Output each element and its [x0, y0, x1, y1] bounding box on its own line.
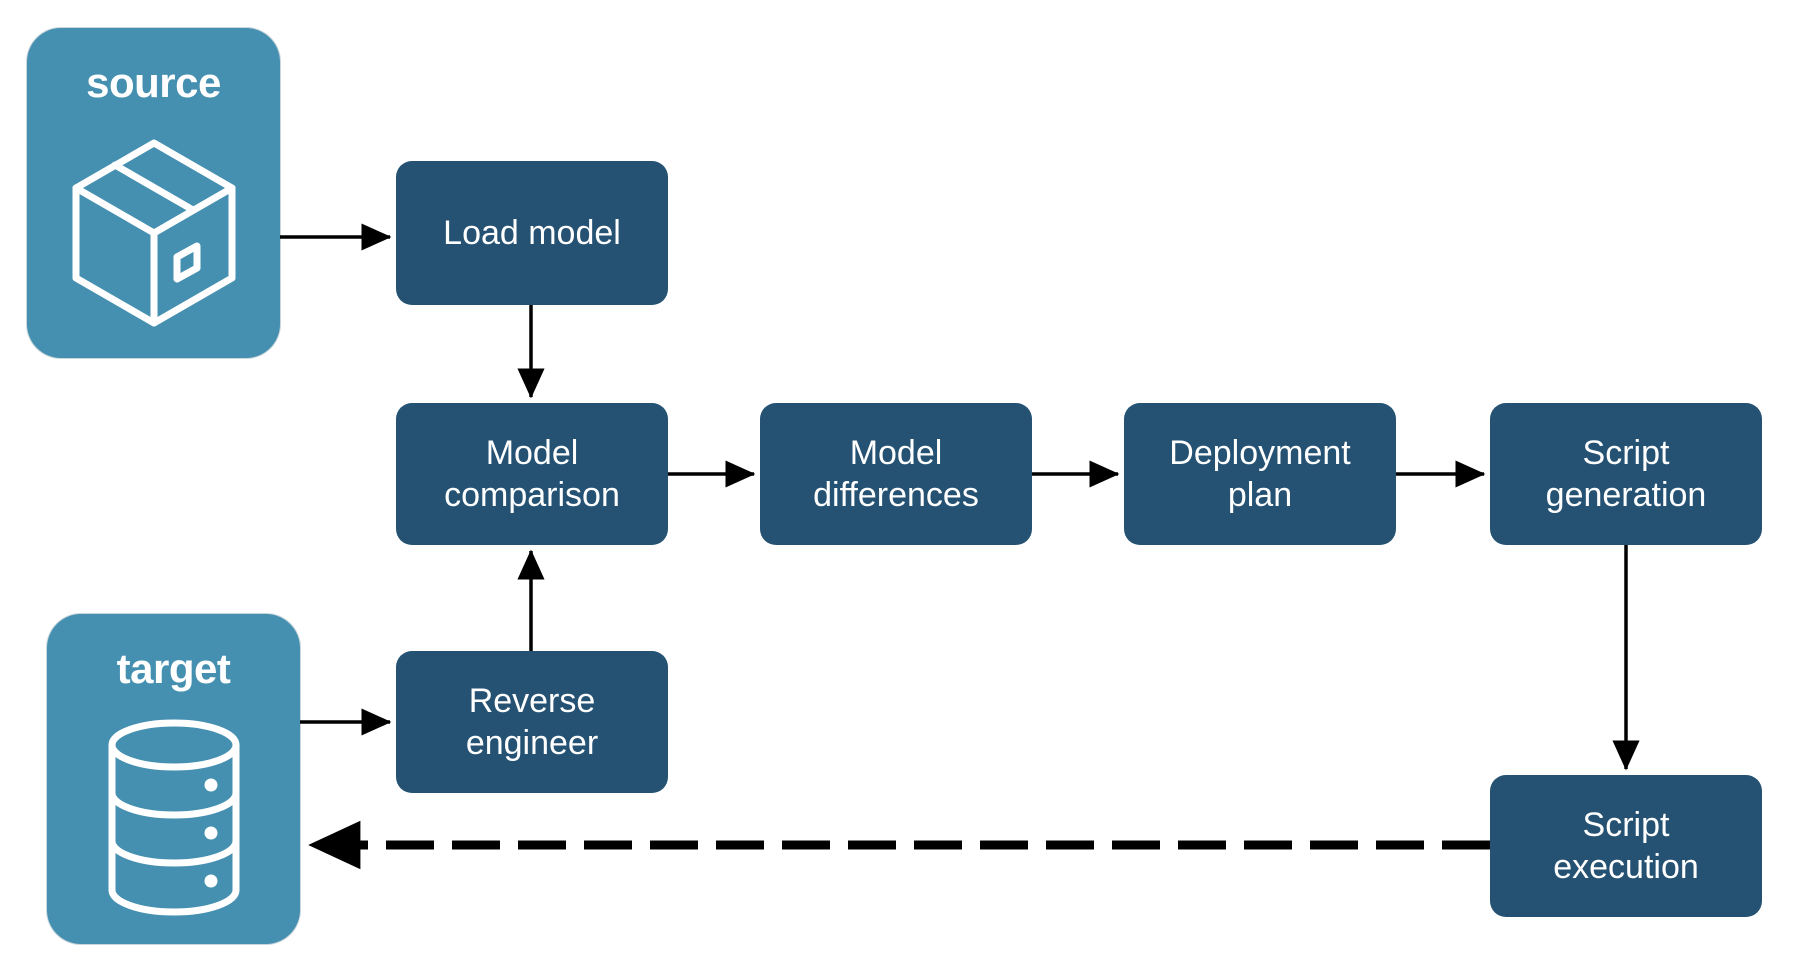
process-model-differences[interactable]: Model differences	[760, 403, 1032, 545]
process-model-differences-label: Model differences	[813, 433, 979, 515]
endpoint-target-label: target	[116, 645, 231, 692]
process-script-generation[interactable]: Script generation	[1490, 403, 1762, 545]
process-load-model-label: Load model	[443, 213, 621, 252]
database-cylinder-icon	[47, 690, 300, 944]
endpoint-source-label: source	[86, 59, 221, 106]
process-model-comparison[interactable]: Model comparison	[396, 403, 668, 545]
process-reverse-engineer[interactable]: Reverse engineer	[396, 651, 668, 793]
process-script-execution-label: Script execution	[1553, 805, 1699, 887]
endpoint-source[interactable]: source	[27, 28, 280, 358]
process-load-model[interactable]: Load model	[396, 161, 668, 305]
process-reverse-engineer-label: Reverse engineer	[465, 681, 599, 763]
endpoint-target[interactable]: target	[47, 614, 300, 944]
process-deployment-plan-label: Deployment plan	[1169, 433, 1351, 515]
process-script-generation-label: Script generation	[1545, 433, 1707, 515]
process-deployment-plan[interactable]: Deployment plan	[1124, 403, 1396, 545]
process-model-comparison-label: Model comparison	[444, 433, 620, 515]
package-box-icon	[27, 104, 280, 358]
process-script-execution[interactable]: Script execution	[1490, 775, 1762, 917]
